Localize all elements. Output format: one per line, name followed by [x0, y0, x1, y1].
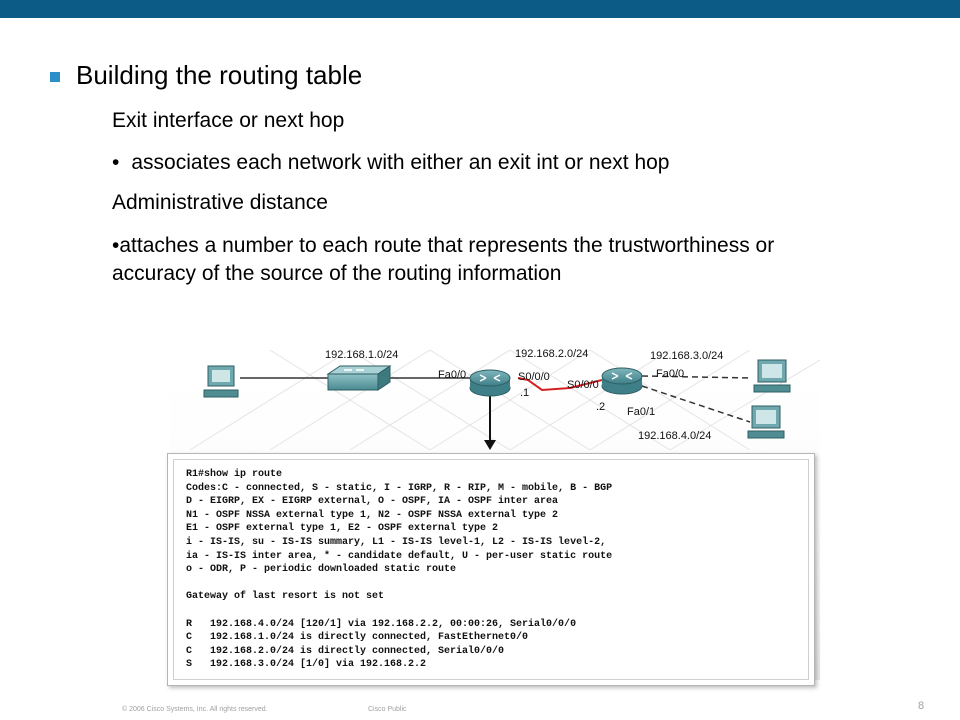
- footer-copyright: © 2006 Cisco Systems, Inc. All rights re…: [122, 706, 268, 713]
- router-r1-icon: [469, 369, 511, 397]
- admin-distance-heading: Administrative distance: [112, 191, 328, 214]
- net4-label: 192.168.4.0/24: [638, 430, 711, 442]
- footer-classification: Cisco Public: [368, 706, 407, 713]
- net3-label: 192.168.3.0/24: [650, 350, 723, 362]
- r2-fa1-label: Fa0/1: [627, 406, 655, 418]
- r2-pc3-link: [641, 375, 753, 379]
- net2-label: 192.168.2.0/24: [515, 348, 588, 360]
- slide-title-row: Building the routing table: [50, 60, 362, 91]
- router-r2-icon: [601, 367, 643, 395]
- exit-interface-heading: Exit interface or next hop: [112, 109, 345, 132]
- r2-pc4-link: [641, 385, 751, 423]
- router-output-panel: R1#show ip route Codes:C - connected, S …: [173, 459, 809, 680]
- pc-right-bottom-icon: [747, 405, 785, 439]
- switch-icon: [326, 365, 392, 391]
- bullet-dot: •: [112, 151, 120, 174]
- exit-interface-bullet: • associates each network with either an …: [112, 149, 669, 177]
- exit-interface-bullet-text: associates each network with either an e…: [131, 151, 670, 174]
- router-output-window: R1#show ip route Codes:C - connected, S …: [167, 453, 815, 686]
- r1-serial-label: S0/0/0: [518, 371, 550, 383]
- admin-distance-bullet: •attaches a number to each route that re…: [112, 234, 775, 285]
- pc-right-top-icon: [753, 359, 791, 393]
- r2-serial-label: S0/0/0: [567, 379, 599, 391]
- serial-link: [517, 377, 603, 392]
- output-arrow-head: [484, 440, 496, 450]
- pc-left-icon: [203, 365, 239, 398]
- top-bar: [0, 0, 960, 18]
- r1-fa-label: Fa0/0: [438, 369, 466, 381]
- net1-label: 192.168.1.0/24: [325, 349, 398, 361]
- r2-ip-label: .2: [596, 401, 605, 413]
- r2-fa0-label: Fa0/0: [656, 368, 684, 380]
- slide-title: Building the routing table: [76, 60, 363, 90]
- page-number: 8: [918, 700, 925, 712]
- square-bullet-icon: [50, 71, 60, 82]
- r1-ip-label: .1: [520, 387, 529, 399]
- show-ip-route-output: R1#show ip route Codes:C - connected, S …: [186, 469, 613, 671]
